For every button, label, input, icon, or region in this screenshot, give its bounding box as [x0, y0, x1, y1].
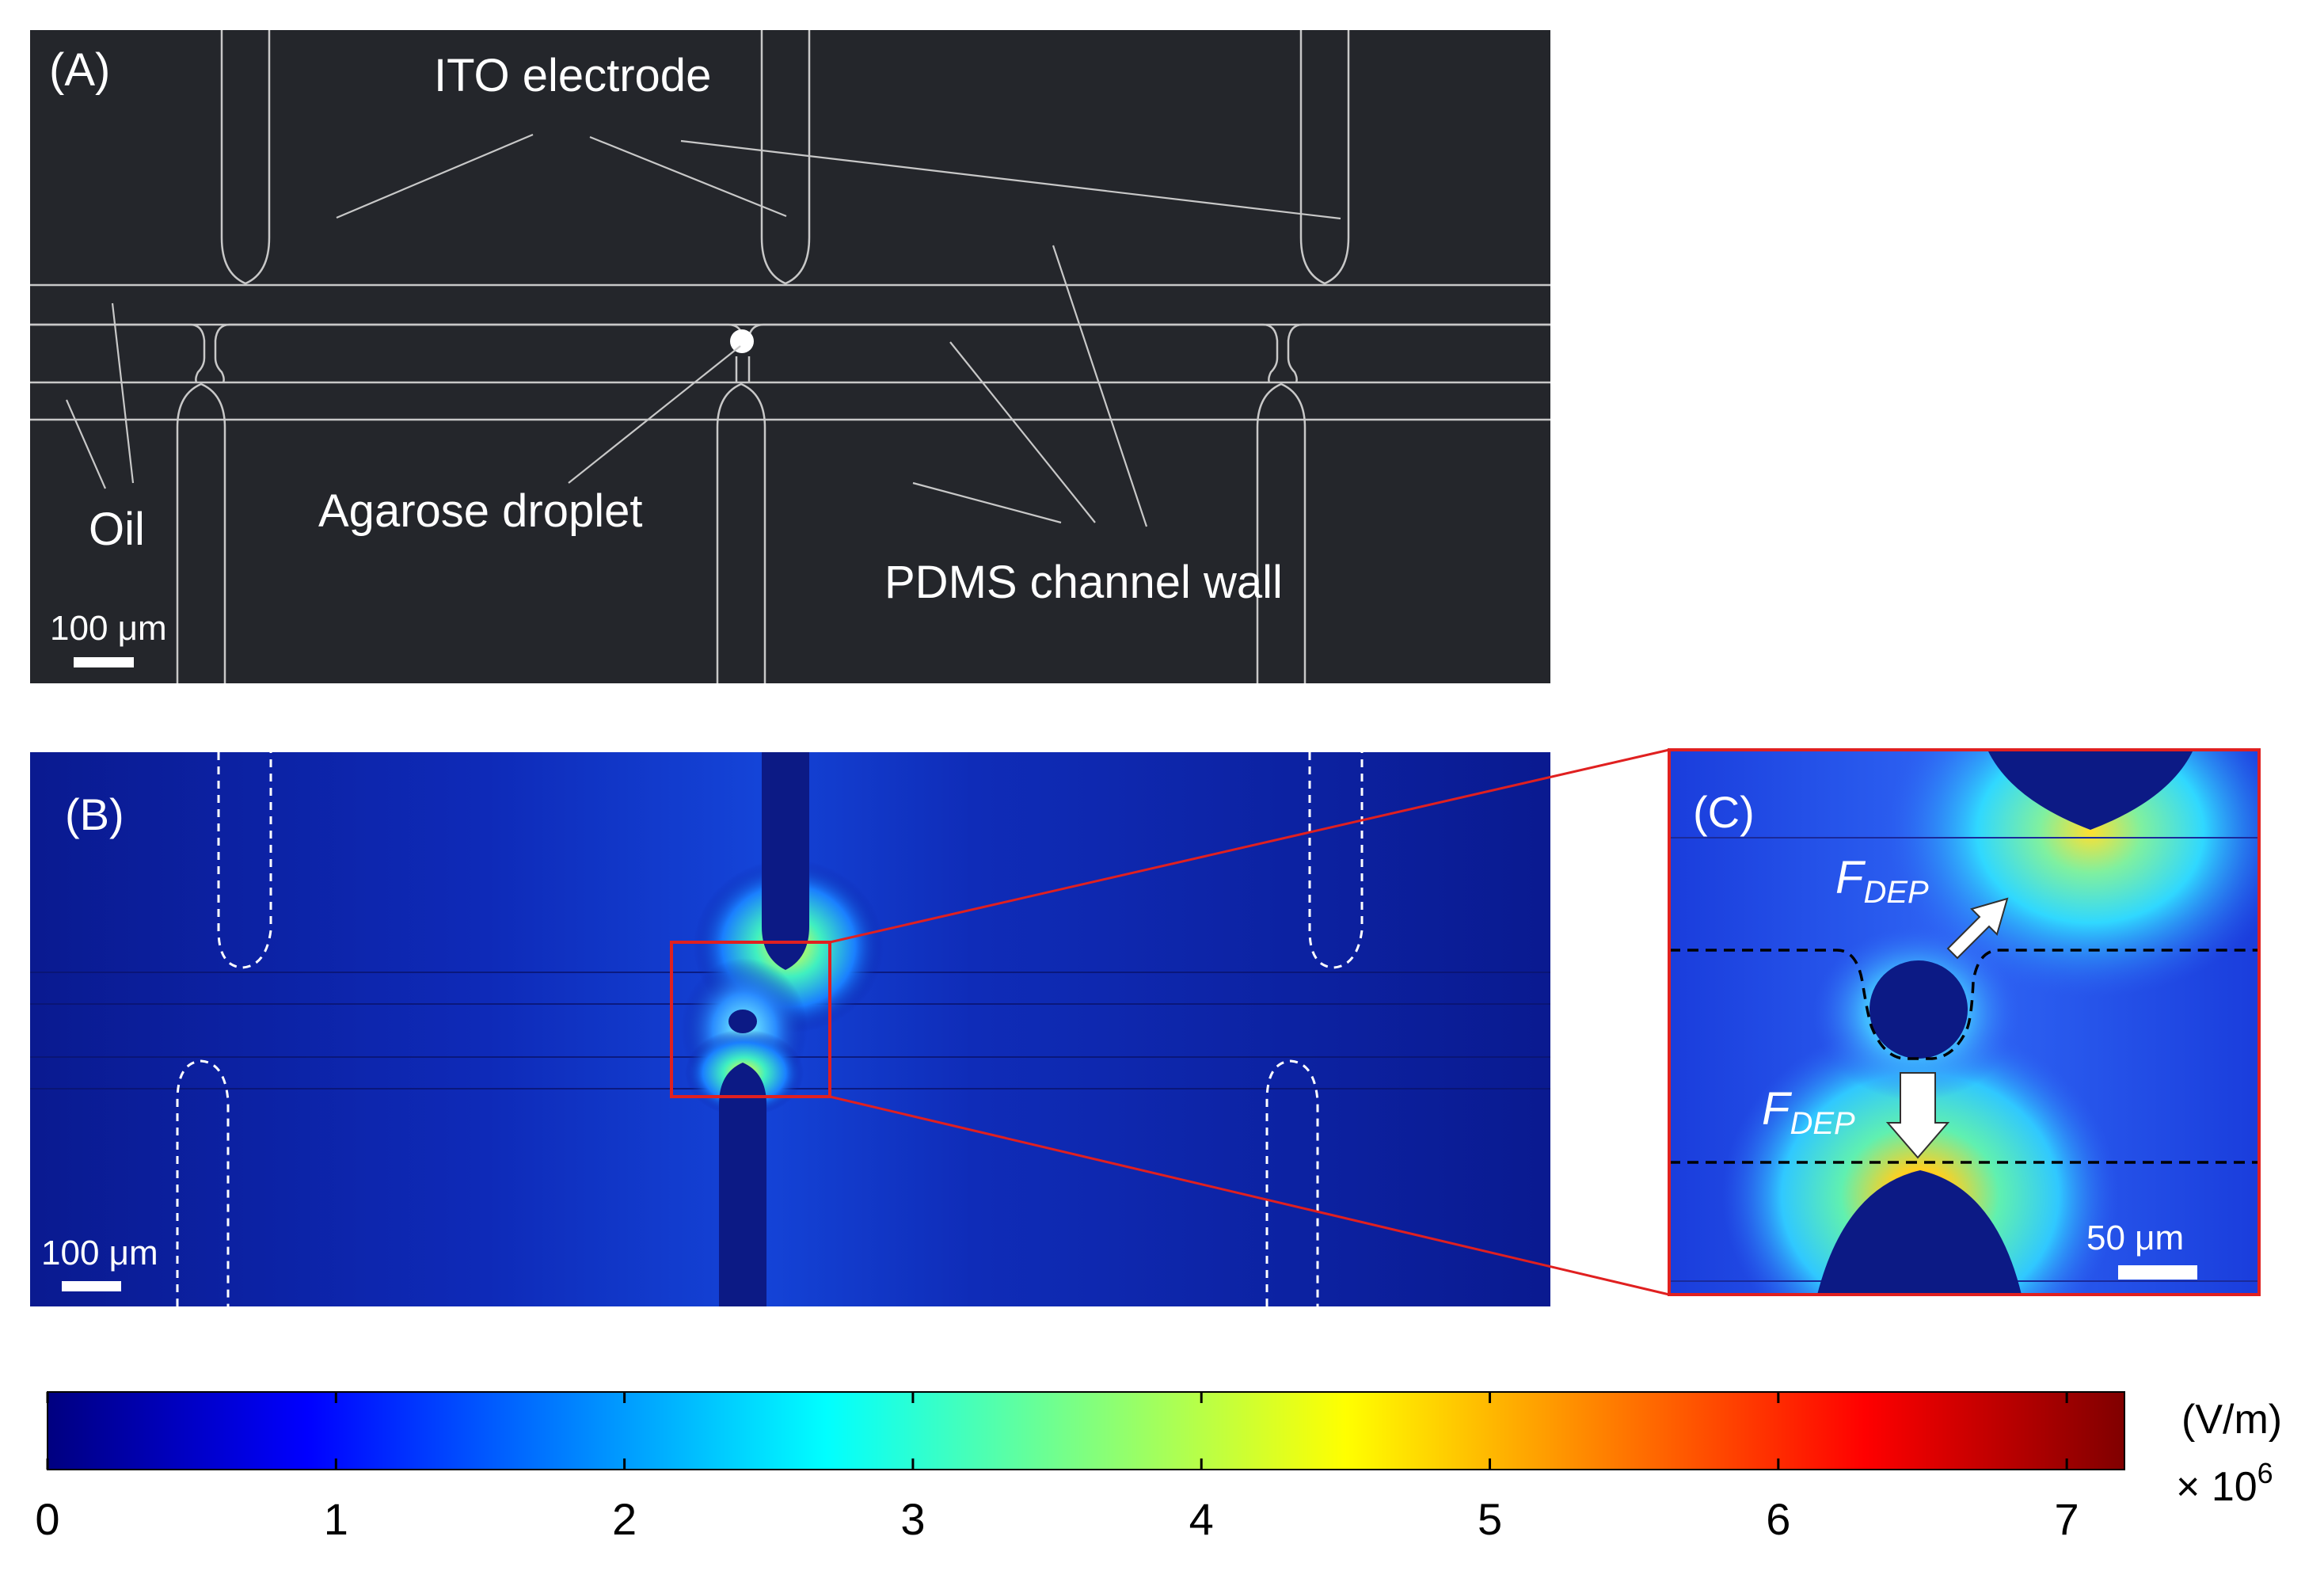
panel-c-zoom — [1669, 750, 2259, 1295]
zoom-region-box — [670, 941, 831, 1098]
colorbar-tick-label: 1 — [324, 1494, 348, 1544]
droplet-zoom — [1869, 960, 1968, 1059]
agarose-droplet-marker — [730, 329, 754, 353]
zoom-panel-frame — [1668, 748, 2261, 1296]
fdep-label-top: FDEP — [1835, 852, 1929, 910]
label-pdms-channel-wall: PDMS channel wall — [884, 557, 1283, 608]
colorbar-tick-label: 2 — [612, 1494, 637, 1544]
label-agarose-droplet: Agarose droplet — [318, 485, 642, 537]
zoom-connectors — [829, 748, 1670, 1296]
scale-bar-c — [2118, 1265, 2197, 1280]
panel-label-c: (C) — [1693, 787, 1755, 837]
scale-bar-a — [74, 657, 134, 667]
colorbar-tick-label: 4 — [1189, 1494, 1214, 1544]
fdep-label-bottom: FDEP — [1762, 1083, 1855, 1141]
panel-label-a: (A) — [49, 44, 110, 96]
panel-b-field-map — [30, 752, 1550, 1306]
panel-label-b: (B) — [65, 789, 124, 839]
colorbar-tick-label: 5 — [1478, 1494, 1502, 1544]
scale-bar-c-label: 50 μm — [2086, 1219, 2184, 1257]
leader-lines — [65, 133, 1341, 527]
colorbar-tick-label: 3 — [900, 1494, 925, 1544]
scale-bar-b — [62, 1281, 121, 1291]
dep-force-arrows — [1885, 897, 2009, 1159]
label-ito-electrode: ITO electrode — [434, 50, 711, 101]
scale-bar-a-label: 100 μm — [50, 609, 167, 648]
scale-bar-b-label: 100 μm — [41, 1234, 158, 1272]
colorbar-tick-label: 7 — [2055, 1494, 2079, 1544]
colorbar-tick-label: 6 — [1766, 1494, 1790, 1544]
colorbar: 0 1 2 3 4 5 6 7 (V/m) × 106 — [35, 1391, 2282, 1544]
panel-a-schematic — [30, 30, 1550, 683]
colorbar-multiplier: × 106 — [2176, 1457, 2273, 1510]
colorbar-unit: (V/m) — [2181, 1397, 2282, 1443]
colorbar-tick-label: 0 — [35, 1494, 59, 1544]
label-oil: Oil — [89, 504, 145, 555]
colorbar-gradient — [47, 1391, 2125, 1470]
